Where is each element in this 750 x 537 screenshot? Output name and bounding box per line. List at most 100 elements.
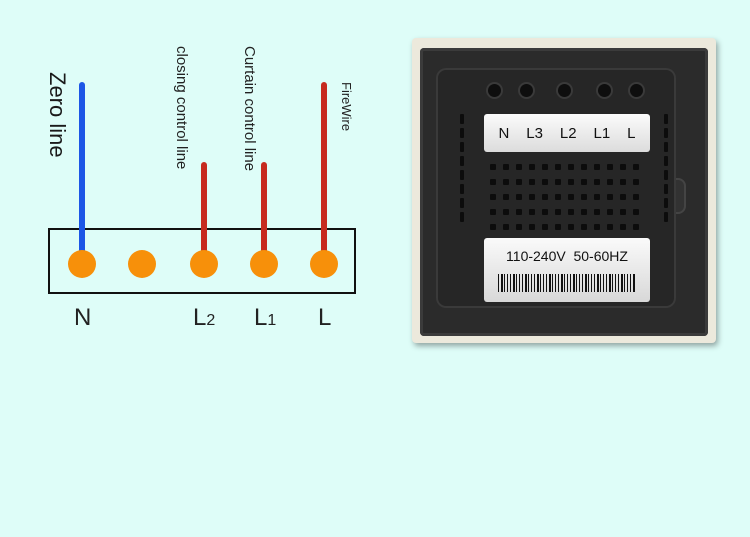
vent-hole (503, 179, 509, 185)
housing-slot (664, 114, 668, 124)
terminal-screw (630, 84, 643, 97)
vent-hole (620, 194, 626, 200)
housing-slot (664, 142, 668, 152)
rating-sticker: 110-240V 50-60HZ (484, 238, 650, 302)
vent-hole (620, 224, 626, 230)
vent-hole (607, 194, 613, 200)
vent-hole (490, 164, 496, 170)
housing-slot (460, 198, 464, 208)
terminal-label-l2-sub: 2 (206, 312, 216, 329)
vent-hole (568, 194, 574, 200)
vent-hole (490, 179, 496, 185)
vent-hole (529, 194, 535, 200)
vent-hole (594, 194, 600, 200)
vent-hole (490, 224, 496, 230)
vent-hole (529, 164, 535, 170)
terminal-screw (488, 84, 501, 97)
housing-slot (460, 170, 464, 180)
terminal-label-n: N (74, 304, 92, 331)
sticker-l2: L2 (559, 124, 577, 142)
vent-hole (594, 209, 600, 215)
vent-hole (555, 179, 561, 185)
vent-hole (581, 194, 587, 200)
vent-hole (633, 179, 639, 185)
housing-slot (460, 128, 464, 138)
vent-hole (581, 179, 587, 185)
vent-hole (503, 224, 509, 230)
vent-hole (568, 164, 574, 170)
terminal-label-l2: L2 (193, 304, 215, 332)
terminal-screw (598, 84, 611, 97)
vent-hole (620, 209, 626, 215)
vent-hole (607, 209, 613, 215)
vent-hole (633, 194, 639, 200)
housing-slot (664, 156, 668, 166)
zero-line-label: Zero line (45, 72, 70, 158)
vent-hole (594, 179, 600, 185)
vent-hole (555, 209, 561, 215)
vent-hole (503, 194, 509, 200)
housing-slot (664, 198, 668, 208)
terminal-label-l1-sub: 1 (267, 312, 277, 329)
vent-hole (555, 164, 561, 170)
vent-hole (633, 209, 639, 215)
vent-hole (503, 164, 509, 170)
vent-hole (568, 209, 574, 215)
vent-hole (490, 209, 496, 215)
curtain-control-wire (261, 162, 267, 264)
closing-control-label: closing control line (173, 46, 190, 170)
vent-hole (607, 224, 613, 230)
housing-slot (664, 170, 668, 180)
closing-control-wire (201, 162, 207, 264)
barcode (498, 274, 636, 292)
vent-hole (542, 164, 548, 170)
housing-slot (460, 114, 464, 124)
vent-hole (516, 224, 522, 230)
wiring-diagram: Zero line closing control line Curtain c… (45, 46, 356, 332)
vent-hole (555, 224, 561, 230)
vent-hole (516, 194, 522, 200)
terminal-label-l1-main: L (254, 304, 268, 331)
terminal-label-l: L (318, 304, 332, 331)
vent-hole (607, 164, 613, 170)
terminal-n (68, 250, 96, 278)
housing-slot (664, 212, 668, 222)
vent-hole (529, 209, 535, 215)
vent-hole (516, 179, 522, 185)
terminal-l (310, 250, 338, 278)
terminal-label-l1: L1 (254, 304, 276, 332)
vent-hole (516, 209, 522, 215)
housing-slot (460, 184, 464, 194)
vent-hole (542, 209, 548, 215)
vent-hole (555, 194, 561, 200)
sticker-l1: L1 (593, 124, 611, 142)
curtain-control-label: Curtain control line (241, 46, 258, 172)
vent-hole (568, 179, 574, 185)
sticker-l3: L3 (526, 124, 543, 142)
switch-back-photo: N L3 L2 L1 L 110-240V 50-60HZ (412, 38, 716, 343)
housing-slot (460, 212, 464, 222)
vent-hole (568, 224, 574, 230)
vent-hole (529, 224, 535, 230)
terminal-screw (558, 84, 571, 97)
housing-slot (460, 142, 464, 152)
vent-hole (581, 209, 587, 215)
vent-hole (620, 164, 626, 170)
housing-slot (664, 128, 668, 138)
sticker-n: N (498, 124, 510, 142)
firewire-wire (321, 82, 327, 264)
housing-slot (664, 184, 668, 194)
vent-hole (581, 164, 587, 170)
sticker-l: L (627, 124, 636, 142)
vent-hole (503, 209, 509, 215)
terminal-l2 (190, 250, 218, 278)
terminal-empty (128, 250, 156, 278)
vent-hole (529, 179, 535, 185)
vent-hole (633, 164, 639, 170)
terminal-sticker: N L3 L2 L1 L (484, 114, 650, 152)
housing-slot (460, 156, 464, 166)
terminal-label-l2-main: L (193, 304, 207, 331)
vent-hole (594, 164, 600, 170)
terminal-screw (520, 84, 533, 97)
vent-hole (581, 224, 587, 230)
